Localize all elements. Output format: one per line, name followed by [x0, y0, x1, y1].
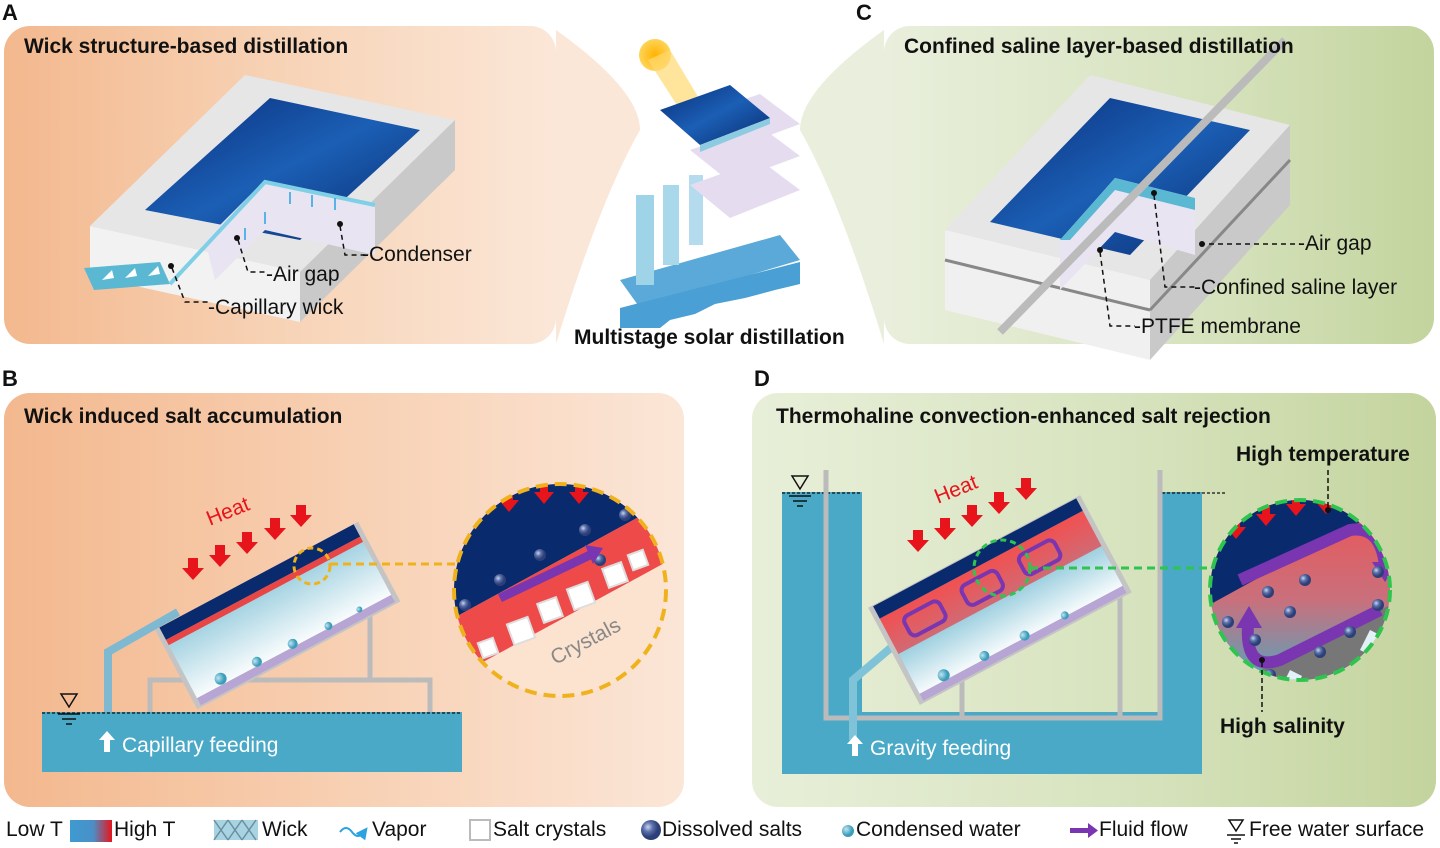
callout-capillary-wick: -Capillary wick [208, 296, 344, 319]
panel-b-title: Wick induced salt accumulation [24, 405, 343, 428]
panel-a-device [84, 75, 455, 322]
legend-vapor: Vapor [372, 818, 427, 841]
feed-arrow-icon [99, 731, 863, 756]
callout-ptfe-membrane: -PTFE membrane [1134, 315, 1301, 338]
dissolved-salt-icon [641, 820, 661, 840]
legend-high-t: High T [114, 818, 176, 841]
gravity-feeding-label: Gravity feeding [870, 737, 1012, 760]
free-water-surface-icon [58, 475, 811, 725]
panel-label-d: D [754, 366, 770, 391]
legend-wick: Wick [262, 818, 308, 841]
center-right-lobe [800, 30, 884, 344]
panel-c-title: Confined saline layer-based distillation [904, 35, 1294, 58]
legend-low-t: Low T [6, 818, 63, 841]
fluid-flow-arrow-icon [1070, 823, 1098, 838]
legend-fluid-flow: Fluid flow [1099, 818, 1188, 841]
panel-label-a: A [2, 0, 18, 25]
legend-salt-crystals: Salt crystals [493, 818, 607, 841]
capillary-feeding-label: Capillary feeding [122, 734, 279, 757]
panel-a-title: Wick structure-based distillation [24, 35, 349, 58]
panel-label-b: B [2, 366, 18, 391]
high-salinity-label: High salinity [1220, 715, 1345, 738]
high-temperature-label: High temperature [1236, 443, 1410, 466]
callout-air-gap-a: -Air gap [266, 263, 340, 286]
legend-free-water-surface: Free water surface [1249, 818, 1425, 841]
panel-b-device [42, 505, 462, 772]
salt-crystal-icon [469, 819, 491, 841]
center-left-lobe [556, 30, 640, 344]
condensed-water-icon [842, 825, 854, 837]
callout-condenser: -Condenser [362, 243, 472, 266]
panel-d-title: Thermohaline convection-enhanced salt re… [776, 405, 1271, 428]
panel-d-device [782, 470, 1225, 774]
wick-icon [213, 819, 258, 841]
multistage-device [620, 39, 800, 328]
vapor-icon [339, 827, 368, 841]
crystal-zoom-circle [452, 482, 668, 698]
legend: Low T High T Wick Vapor Salt crystals Di… [0, 814, 1440, 846]
panel-label-c: C [856, 0, 872, 25]
legend-icons [70, 819, 1245, 844]
free-water-surface-legend-icon [1227, 819, 1245, 844]
legend-dissolved-salts: Dissolved salts [662, 818, 803, 841]
callout-air-gap-c: -Air gap [1298, 232, 1372, 255]
temperature-gradient-icon [70, 820, 112, 842]
center-title: Multistage solar distillation [574, 326, 845, 349]
convection-zoom-circle [1208, 470, 1392, 712]
panel-c-device [944, 37, 1300, 360]
callout-confined-saline-layer: -Confined saline layer [1194, 276, 1398, 299]
legend-condensed-water: Condensed water [856, 818, 1021, 841]
